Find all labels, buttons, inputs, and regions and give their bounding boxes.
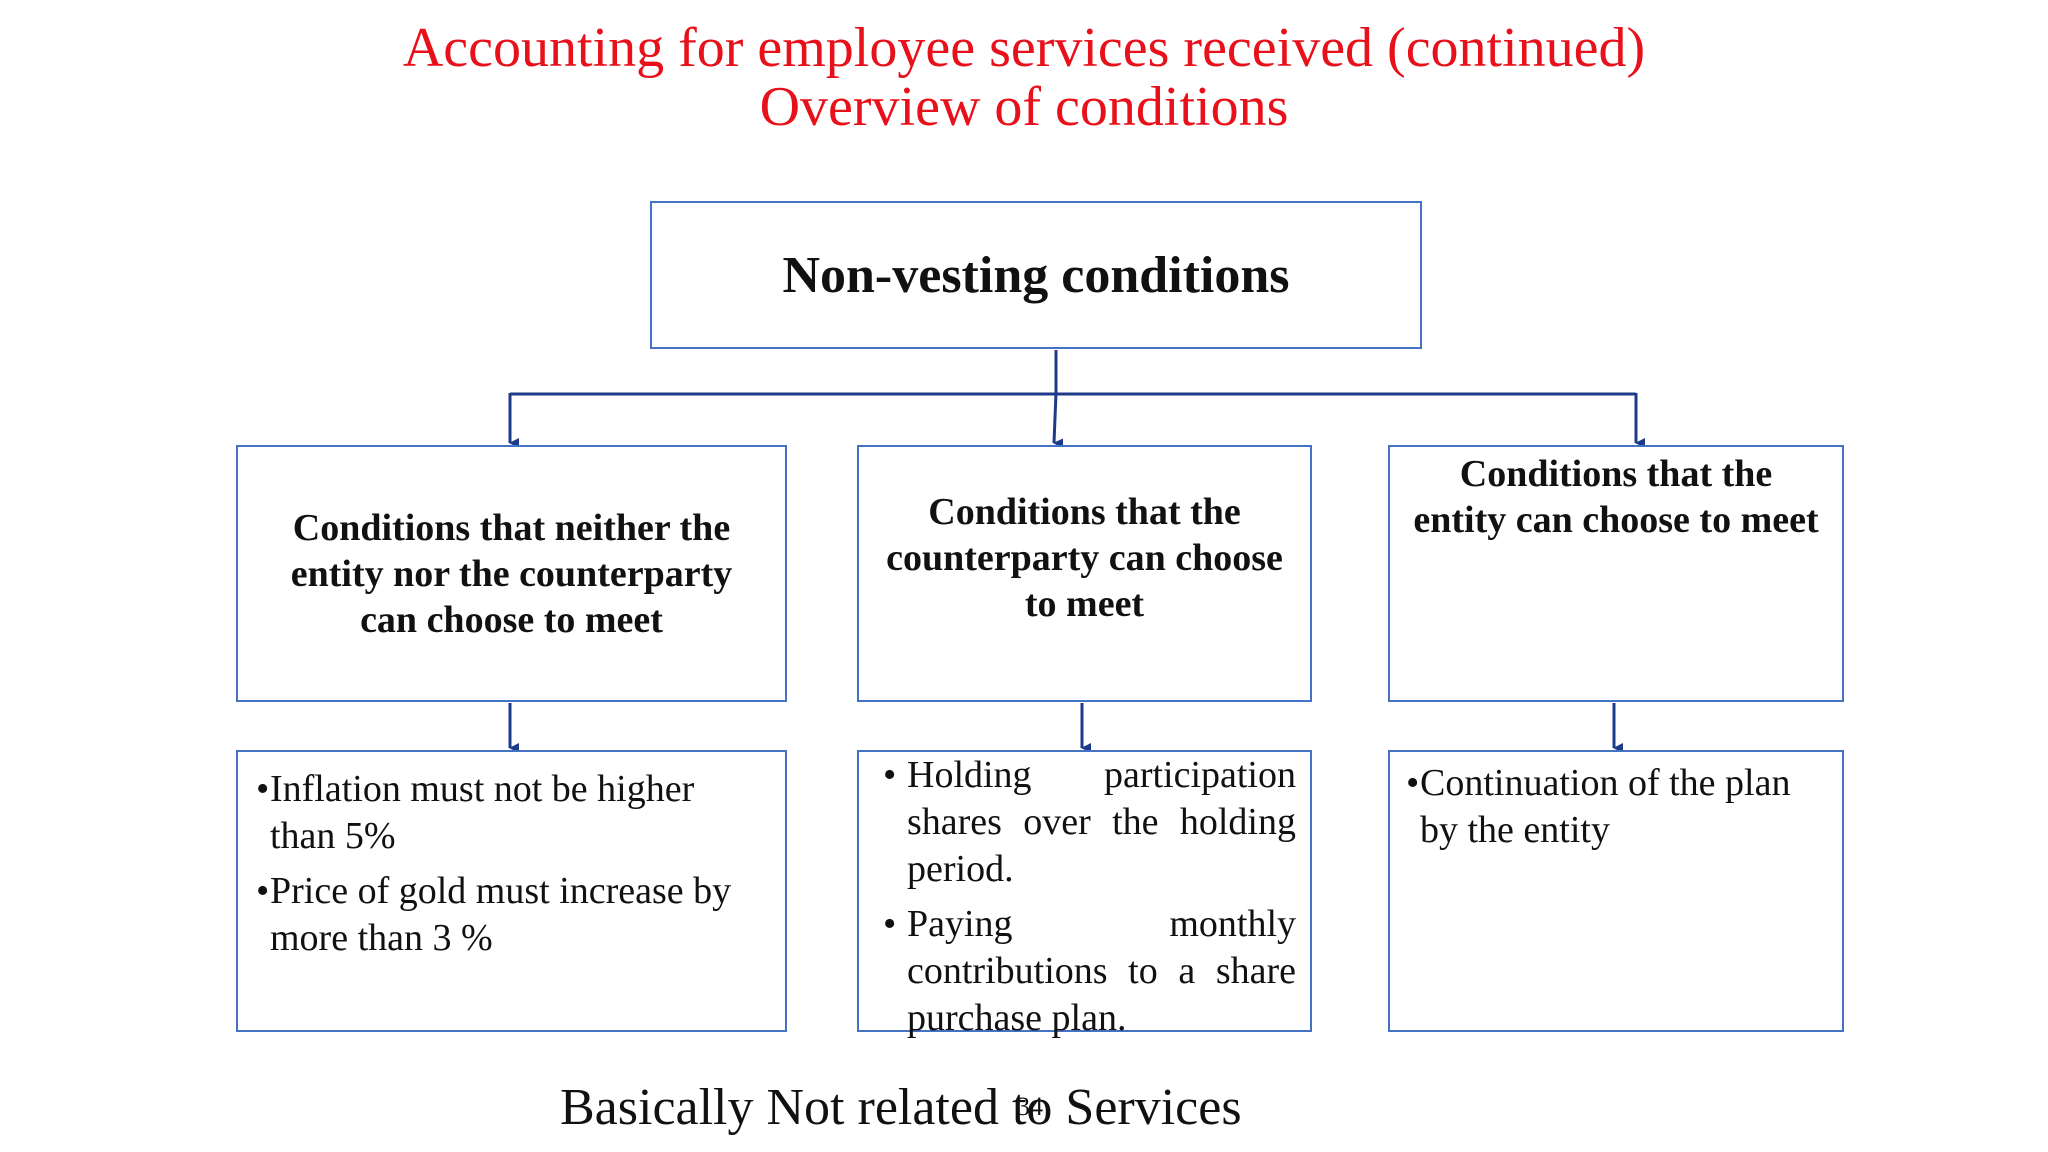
root-node-label: Non-vesting conditions [782, 246, 1290, 304]
category-label-1: Conditions that neither the entity nor t… [290, 506, 733, 641]
example-text: Inflation must not be higher than 5% [270, 768, 695, 857]
example-text: Holding participation shares over the ho… [907, 754, 1296, 890]
examples-box-3: •Continuation of the plan by the entity [1388, 750, 1844, 1032]
category-box-1: Conditions that neither the entity nor t… [236, 445, 787, 702]
bullet: • [256, 768, 270, 810]
category-box-3: Conditions that the entity can choose to… [1388, 445, 1844, 702]
example-item: •Continuation of the plan by the entity [1406, 760, 1824, 854]
bullet: • [883, 903, 897, 945]
example-item: •Holding participation shares over the h… [875, 752, 1296, 893]
example-text: Price of gold must increase by more than… [270, 870, 732, 959]
example-text: Paying monthly contributions to a share … [907, 903, 1296, 1039]
footer-note: Basically Not related to Services [560, 1079, 1242, 1136]
bullet: • [883, 754, 897, 796]
category-box-2: Conditions that the counterparty can cho… [857, 445, 1312, 702]
category-label-3: Conditions that the entity can choose to… [1413, 453, 1819, 541]
example-item: •Paying monthly contributions to a share… [875, 901, 1296, 1042]
example-item: •Inflation must not be higher than 5% [256, 766, 765, 860]
category-label-2: Conditions that the counterparty can cho… [886, 490, 1283, 625]
examples-box-2: •Holding participation shares over the h… [857, 750, 1312, 1039]
examples-box-1: •Inflation must not be higher than 5% •P… [236, 750, 787, 1032]
slide-title-line1: Accounting for employee services receive… [402, 17, 1646, 79]
page-number: 34 [1017, 1092, 1043, 1121]
root-node-box: Non-vesting conditions [650, 201, 1422, 349]
example-item: •Price of gold must increase by more tha… [256, 868, 765, 962]
bullet: • [256, 870, 270, 912]
arrow-to-category-2 [1052, 392, 1064, 449]
slide-title-line2: Overview of conditions [759, 76, 1289, 138]
bullet: • [1406, 762, 1420, 804]
example-text: Continuation of the plan by the entity [1420, 762, 1791, 851]
